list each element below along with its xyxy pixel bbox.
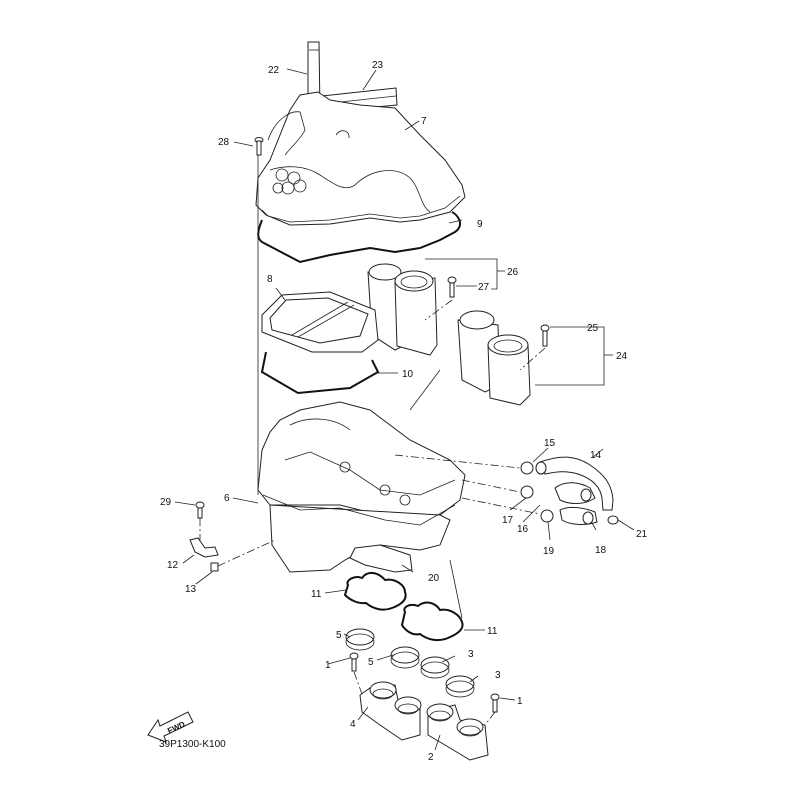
callout-24: 24 [616,351,628,362]
clamp-17[interactable] [520,485,534,499]
callout-16: 16 [517,524,529,535]
clamp-15[interactable] [520,461,534,475]
callout-6: 6 [224,493,230,504]
callout-10: 10 [402,369,414,380]
callout-1-right: 1 [517,696,523,707]
hose-16[interactable] [554,482,596,504]
callout-26: 26 [507,267,519,278]
callout-labels: 22 23 7 28 9 26 27 8 25 24 10 15 14 29 6… [160,60,648,763]
funnel-assembly-24[interactable] [457,310,531,406]
clip-21[interactable] [607,515,619,525]
leader-lines [174,68,635,751]
joint-12[interactable] [189,537,219,558]
callout-11-left: 11 [311,589,322,600]
gasket-10[interactable] [260,351,380,395]
callout-20: 20 [428,573,440,584]
clamp-3-lower[interactable] [445,675,475,698]
callout-28: 28 [218,137,230,148]
callout-14: 14 [590,450,602,461]
callout-25: 25 [587,323,599,334]
callout-18: 18 [595,545,607,556]
fwd-arrow-icon: FWD [147,711,194,743]
callout-3-lower: 3 [495,670,501,681]
air-filter-case[interactable] [257,401,466,573]
callout-19: 19 [543,546,555,557]
bolt-1-left[interactable] [349,652,359,672]
callout-7: 7 [421,116,427,127]
carburetor-joint-2[interactable] [426,703,489,761]
plate-20[interactable] [349,544,413,573]
diagram-code: 39P1300-K100 [159,739,226,750]
callout-5-lower: 5 [368,657,374,668]
callout-29: 29 [160,497,172,508]
gasket-11-left[interactable] [343,572,407,611]
air-filter-element[interactable] [261,291,379,353]
callout-1-left: 1 [325,660,331,671]
callout-9: 9 [477,219,483,230]
screw-27[interactable] [447,276,457,298]
callout-4: 4 [350,719,356,730]
nut-13[interactable] [210,562,219,572]
callout-13: 13 [185,584,197,595]
assembly-lines [199,155,546,726]
hose-14[interactable] [535,456,614,511]
air-filter-case-cap[interactable] [255,91,466,226]
callout-12: 12 [167,560,179,571]
callout-8: 8 [267,274,273,285]
screw-25[interactable] [540,324,550,347]
gasket-9[interactable] [257,211,462,264]
carburetor-joint-4[interactable] [359,681,422,741]
clamp-3-upper[interactable] [420,656,450,679]
callout-5-upper: 5 [336,630,342,641]
callout-2: 2 [428,752,434,763]
callout-23: 23 [372,60,384,71]
hose-18[interactable] [559,506,598,525]
clamp-19[interactable] [540,509,554,523]
bolt-29[interactable] [195,501,205,519]
callout-3-upper: 3 [468,649,474,660]
callout-17: 17 [502,515,514,526]
callout-11-right: 11 [487,626,498,637]
callout-15: 15 [544,438,556,449]
clamp-5-upper[interactable] [345,628,375,651]
funnel-assembly-26[interactable] [367,263,438,356]
callout-22: 22 [268,65,280,76]
screw-28[interactable] [254,137,264,156]
bolt-1-right[interactable] [490,693,500,713]
gasket-11-right[interactable] [400,601,464,642]
clamp-5-lower[interactable] [390,646,420,669]
callout-27: 27 [478,282,490,293]
callout-21: 21 [636,529,648,540]
